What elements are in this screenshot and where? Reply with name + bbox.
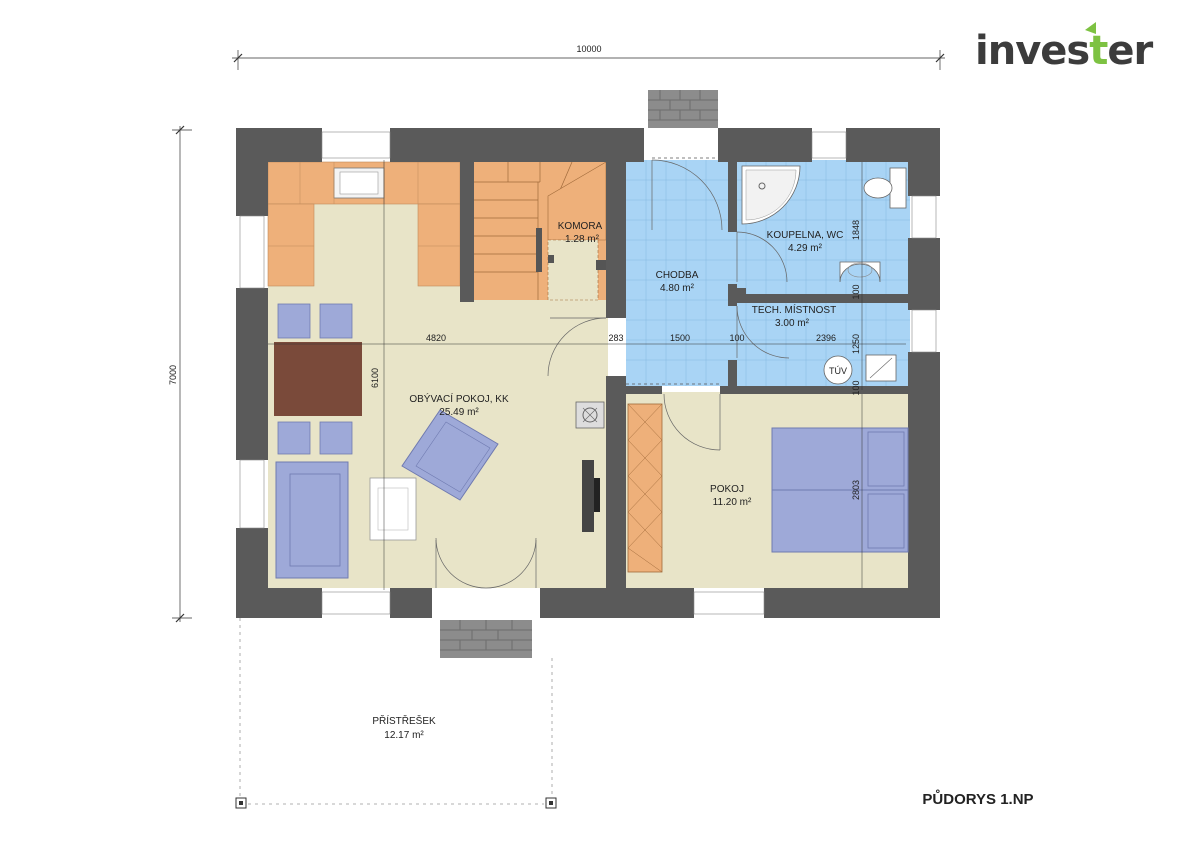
living-room-area: 25.49 m² <box>439 407 479 418</box>
dim-100c: 100 <box>851 380 861 395</box>
stove-icon <box>575 401 605 429</box>
bed <box>771 427 909 553</box>
dim-283: 283 <box>608 333 623 343</box>
logo-text-prefix: inves <box>975 28 1089 74</box>
dim-living-width: 4820 <box>426 333 446 343</box>
staircase <box>474 161 607 301</box>
tech-room-name: TECH. MÍSTNOST <box>752 303 836 316</box>
bath-name: KOUPELNA, WC <box>767 230 844 241</box>
logo-text-accent: t <box>1089 28 1108 74</box>
dim-1500: 1500 <box>670 333 690 343</box>
dimension-total-width: 10000 <box>232 44 945 70</box>
coffee-table <box>369 477 417 541</box>
dim-total-depth: 7000 <box>168 365 178 385</box>
dim-100a: 100 <box>729 333 744 343</box>
dining-chairs <box>277 303 353 455</box>
hall-name: CHODBA <box>656 270 699 281</box>
kitchen-counter-left <box>267 203 315 287</box>
bath-area: 4.29 m² <box>788 243 823 254</box>
pantry-area: 1.28 m² <box>565 234 600 245</box>
invester-logo: invester <box>975 22 1154 74</box>
entrance-step <box>440 620 532 658</box>
toilet-icon <box>863 167 907 209</box>
hall-area: 4.80 m² <box>660 283 695 294</box>
dim-1848: 1848 <box>851 220 861 240</box>
logo-text-suffix: er <box>1107 28 1153 74</box>
chimney <box>648 90 718 128</box>
dim-living-depth: 6100 <box>370 368 380 388</box>
dimension-total-depth: 7000 <box>168 125 192 623</box>
logo-leaf-icon <box>1085 22 1096 34</box>
carport-area: 12.17 m² <box>384 730 424 741</box>
dim-100b: 100 <box>851 284 861 299</box>
dim-2396: 2396 <box>816 333 836 343</box>
wardrobe <box>627 403 663 573</box>
kitchen-counter-right <box>417 203 461 287</box>
dim-2803: 2803 <box>851 480 861 500</box>
carport-name: PŘÍSTŘEŠEK <box>372 714 436 727</box>
boiler-icon: TÚV <box>823 355 853 385</box>
dim-total-width: 10000 <box>576 44 601 54</box>
dining-table <box>274 342 362 416</box>
washbasin-icon <box>839 261 881 283</box>
armchair <box>401 409 499 501</box>
sink-icon <box>333 167 385 199</box>
dim-1250: 1250 <box>851 334 861 354</box>
carport-outline <box>235 618 557 809</box>
bedroom-area: 11.20 m² <box>713 497 752 508</box>
living-room-name: OBÝVACÍ POKOJ, KK <box>409 392 509 405</box>
shower-icon <box>741 165 801 225</box>
pantry-name: KOMORA <box>558 221 603 232</box>
svg-text:invester: invester <box>975 28 1153 74</box>
tv-icon <box>582 460 600 532</box>
drawing-title: PŮDORYS 1.NP <box>922 789 1033 808</box>
bedroom-name: POKOJ <box>710 484 744 495</box>
boiler-unit-icon <box>865 354 897 382</box>
sofa <box>275 461 349 579</box>
tech-room-area: 3.00 m² <box>775 318 810 329</box>
walls <box>236 128 940 618</box>
doors <box>435 159 790 589</box>
boiler-label: TÚV <box>829 366 847 376</box>
